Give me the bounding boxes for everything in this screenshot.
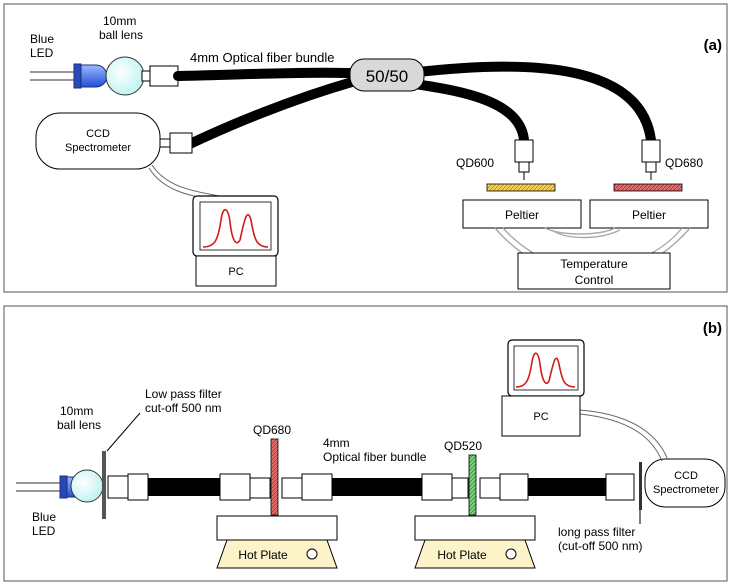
- panel-a-peltier-left-label: Peltier: [505, 208, 539, 222]
- peltier-right: [589, 199, 709, 229]
- qd680-sample-a: [613, 183, 683, 192]
- panel-a-lens-label-2: ball lens: [99, 28, 143, 42]
- control-wires: [494, 227, 691, 256]
- long-pass-label-1: long pass filter: [558, 525, 635, 539]
- panel-a-peltier-right-label: Peltier: [632, 208, 666, 222]
- hotplate-right-label: Hot Plate: [437, 548, 487, 562]
- panel-b-led-label-2: LED: [32, 524, 56, 538]
- hotplate-right-knob-icon: [505, 548, 517, 560]
- hotplate-left-base: [216, 539, 338, 569]
- panel-b-usb-cable: [579, 409, 669, 461]
- panel-a: (a) Blue LED 10mm ball lens 4mm Optical …: [3, 3, 728, 293]
- panel-a-spectrometer-label-1: CCD: [86, 128, 110, 140]
- fiber-segment-3: [528, 478, 606, 496]
- panel-b-frame: [3, 305, 728, 582]
- hotplate-right-top: [414, 515, 536, 541]
- hotplate-left-label: Hot Plate: [238, 548, 288, 562]
- connector-2: [219, 473, 251, 501]
- panel-a-splitter-label: 50/50: [366, 67, 409, 86]
- panel-a-pc-box: [195, 255, 277, 287]
- panel-a-monitor-icon: [192, 195, 279, 257]
- panel-a-fiber-label: 4mm Optical fiber bundle: [190, 50, 335, 65]
- panel-b-spectrometer: [644, 458, 726, 508]
- panel-b-lens-label-1: 10mm: [60, 404, 93, 418]
- panel-b: (b) Blue LED 10mm ball lens Low pass fil…: [3, 305, 728, 582]
- long-pass-filter: [639, 462, 642, 510]
- panel-a-led-label-1: Blue: [30, 32, 54, 46]
- peltier-left: [462, 199, 582, 229]
- ball-lens-icon: [105, 56, 145, 96]
- panel-b-pc-label: PC: [533, 411, 548, 423]
- fiber-segment-1: [148, 478, 220, 496]
- hotplate-right-base: [414, 539, 536, 569]
- panel-a-tag: (a): [704, 37, 722, 54]
- temperature-control: [517, 252, 671, 290]
- splitter-box: [349, 58, 425, 92]
- panel-b-pc-box: [501, 395, 581, 437]
- panel-a-spectrometer: [35, 112, 161, 170]
- long-pass-label-2: (cut-off 500 nm): [558, 539, 642, 553]
- low-pass-pointer: [106, 412, 141, 452]
- connector-1: [127, 473, 149, 501]
- low-pass-label-1: Low pass filter: [145, 387, 222, 401]
- connector-6: [605, 473, 635, 501]
- hotplate-left-top: [216, 515, 338, 541]
- qd600-sample: [486, 183, 556, 192]
- connector-4: [421, 473, 453, 501]
- panel-b-tag: (b): [703, 320, 722, 337]
- panel-a-temp-label-2: Control: [575, 273, 614, 287]
- panel-b-qd520-label: QD520: [444, 439, 482, 453]
- qd520-sample: [468, 454, 477, 516]
- panel-a-led-label-2: LED: [30, 46, 54, 60]
- spectrum-peaks: [202, 208, 269, 248]
- low-pass-label-2: cut-off 500 nm: [145, 401, 222, 415]
- connector-3: [301, 473, 333, 501]
- hotplate-left-knob-icon: [306, 548, 318, 560]
- panel-b-spectrometer-label-2: Spectrometer: [653, 484, 719, 496]
- spectrometer-connector-icon: [159, 132, 193, 154]
- panel-b-lens-label-2: ball lens: [57, 418, 101, 432]
- panel-b-monitor-icon: [507, 339, 585, 397]
- panel-a-temp-label-1: Temperature: [560, 257, 628, 271]
- panel-a-lens-label-1: 10mm: [103, 14, 136, 28]
- panel-a-qd680-label: QD680: [665, 156, 703, 170]
- panel-a-spectrometer-label-2: Spectrometer: [65, 142, 131, 154]
- qd680-sample-b: [270, 438, 279, 516]
- panel-b-spectrometer-label-1: CCD: [674, 470, 698, 482]
- fiber-segment-2: [332, 478, 422, 496]
- qd600-probe-icon: [514, 139, 534, 180]
- qd680-probe-icon: [641, 139, 661, 180]
- low-pass-filter: [102, 451, 106, 519]
- panel-b-led-label-1: Blue: [32, 510, 56, 524]
- panel-b-fiber-label-1: 4mm: [323, 436, 350, 450]
- panel-a-pc-label: PC: [228, 266, 243, 278]
- connector-5: [499, 473, 529, 501]
- panel-a-qd600-label: QD600: [456, 156, 494, 170]
- panel-b-qd680-label: QD680: [253, 423, 291, 437]
- panel-b-fiber-label-2: Optical fiber bundle: [323, 450, 427, 464]
- panel-b-spectrum-peaks: [515, 352, 576, 388]
- panel-b-ball-lens-icon: [70, 469, 104, 503]
